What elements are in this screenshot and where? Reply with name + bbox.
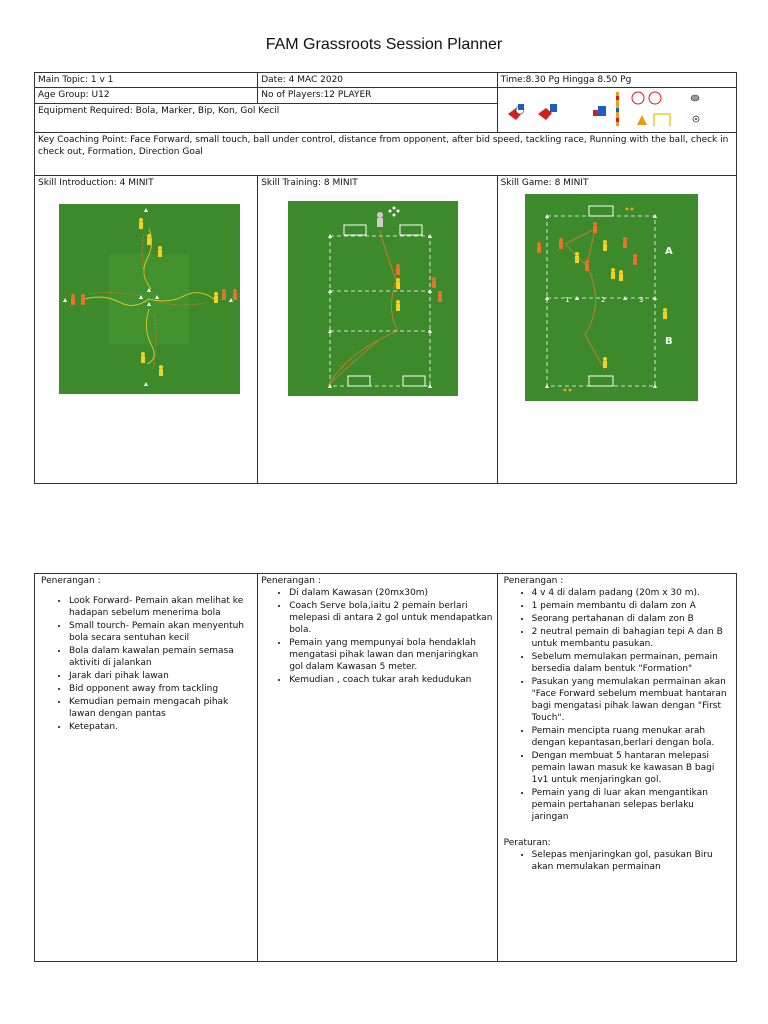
equipment-required: Equipment Required: Bola, Marker, Bip, K… <box>34 103 498 133</box>
coach-icon <box>377 212 384 227</box>
yellow-players <box>139 218 218 376</box>
session-header-table: Main Topic: 1 v 1 Date: 4 MAC 2020 Time:… <box>33 72 738 484</box>
list-item: Pemain yang di luar akan mengantikan pem… <box>532 787 733 823</box>
game-goals <box>588 205 614 387</box>
intro-explanation-list: Look Forward- Pemain akan melihat ke had… <box>41 595 254 733</box>
age-group: Age Group: U12 <box>33 86 259 105</box>
main-topic: Main Topic: 1 v 1 <box>33 72 259 88</box>
training-goals <box>343 224 426 387</box>
game-drill-diagram: A B 1 2 3 <box>524 194 698 401</box>
list-item: Coach Serve bola,iaitu 2 pemain berlari … <box>289 600 493 636</box>
game-explanation-list: 4 v 4 di dalam padang (20m x 30 m). 1 pe… <box>504 587 733 823</box>
page-title: FAM Grassroots Session Planner <box>265 36 503 53</box>
position-3-label: 3 <box>639 296 643 304</box>
list-item: Kemudian , coach tukar arah kedudukan <box>289 674 493 686</box>
intro-cones <box>63 208 233 386</box>
skill-game-label: Skill Game: 8 MINIT <box>500 178 589 188</box>
position-1-label: 1 <box>565 296 569 304</box>
list-item: Pasukan yang memulakan permainan akan "F… <box>532 676 733 724</box>
list-item: Dengan membuat 5 hantaran melepasi pemai… <box>532 750 733 786</box>
list-item: Small tourch- Pemain akan menyentuh bola… <box>69 620 254 644</box>
skill-training-label: Skill Training: 8 MINIT <box>261 178 358 188</box>
list-item: Selepas menjaringkan gol, pasukan Biru a… <box>532 849 733 873</box>
list-item: Bid opponent away from tackling <box>69 683 254 695</box>
date-field: Date: 4 MAC 2020 <box>257 72 498 88</box>
list-item: Jarak dari pihak lawan <box>69 670 254 682</box>
training-balls <box>388 206 400 217</box>
bib-icon <box>592 106 606 116</box>
list-item: Seorang pertahanan di dalam zon B <box>532 613 733 625</box>
list-item: Sebelum memulakan permainan, pemain bers… <box>532 651 733 675</box>
zone-b-label: B <box>665 336 673 347</box>
equipment-icons <box>496 87 738 133</box>
training-explanation-heading: Penerangan : <box>261 576 321 586</box>
skill-game-cell: Skill Game: 8 MINIT <box>496 175 738 484</box>
ball-icon <box>690 94 699 123</box>
key-coaching-point: Key Coaching Point: Face Forward, small … <box>34 132 737 176</box>
training-explanation-cell: Penerangan : Di dalam Kawasan (20mx30m) … <box>257 573 498 962</box>
orange-players <box>396 264 443 302</box>
rules-heading: Peraturan: <box>503 838 551 848</box>
training-drill-diagram <box>288 201 459 396</box>
bib-icon <box>507 104 524 120</box>
training-explanation-list: Di dalam Kawasan (20mx30m) Coach Serve b… <box>261 587 493 686</box>
game-explanation-cell: Penerangan : 4 v 4 di dalam padang (20m … <box>496 573 738 962</box>
intro-explanation-heading: Penerangan : <box>41 576 101 586</box>
no-of-players: No of Players:12 PLAYER <box>257 86 498 105</box>
intro-explanation-cell: Penerangan : Look Forward- Pemain akan m… <box>33 573 259 962</box>
list-item: Ketepatan. <box>69 721 254 733</box>
list-item: 1 pemain membantu di dalam zon A <box>532 600 733 612</box>
skill-introduction-cell: Skill Introduction: 4 MINIT <box>33 175 259 484</box>
time-field: Time:8.30 Pg Hingga 8.50 Pg <box>496 72 738 88</box>
list-item: Bola dalam kawalan pemain semasa aktivit… <box>69 645 254 669</box>
game-cones <box>544 214 657 388</box>
yellow-players <box>396 278 401 311</box>
list-item: Pemain yang mempunyai bola hendaklah men… <box>289 637 493 673</box>
skill-training-cell: Skill Training: 8 MINIT <box>257 175 498 484</box>
cone-icon <box>636 115 647 125</box>
training-cones <box>328 234 433 388</box>
rules-list: Selepas menjaringkan gol, pasukan Biru a… <box>504 849 733 873</box>
list-item: Pemain mencipta ruang menukar arah denga… <box>532 725 733 749</box>
game-balls <box>563 207 634 392</box>
intro-drill-diagram <box>59 204 240 394</box>
explanation-table: Penerangan : Look Forward- Pemain akan m… <box>33 573 738 962</box>
pole-icon <box>615 92 619 126</box>
list-item: Kemudian pemain mengacah pihak lawan den… <box>69 696 254 720</box>
zone-a-label: A <box>665 246 673 257</box>
position-2-label: 2 <box>601 296 605 304</box>
equipment-icons-svg <box>507 91 699 126</box>
bib-icon <box>537 104 557 120</box>
list-item: 4 v 4 di dalam padang (20m x 30 m). <box>532 587 733 599</box>
marker-ring-icon <box>631 91 662 105</box>
list-item: Di dalam Kawasan (20mx30m) <box>289 587 493 599</box>
list-item: Look Forward- Pemain akan melihat ke had… <box>69 595 254 619</box>
goal-icon <box>652 113 671 126</box>
skill-introduction-label: Skill Introduction: 4 MINIT <box>38 178 154 188</box>
game-explanation-heading: Penerangan : <box>503 576 564 586</box>
list-item: 2 neutral pemain di bahagian tepi A dan … <box>532 626 733 650</box>
orange-players <box>536 222 637 271</box>
orange-players <box>71 289 237 305</box>
yellow-players <box>574 240 667 368</box>
